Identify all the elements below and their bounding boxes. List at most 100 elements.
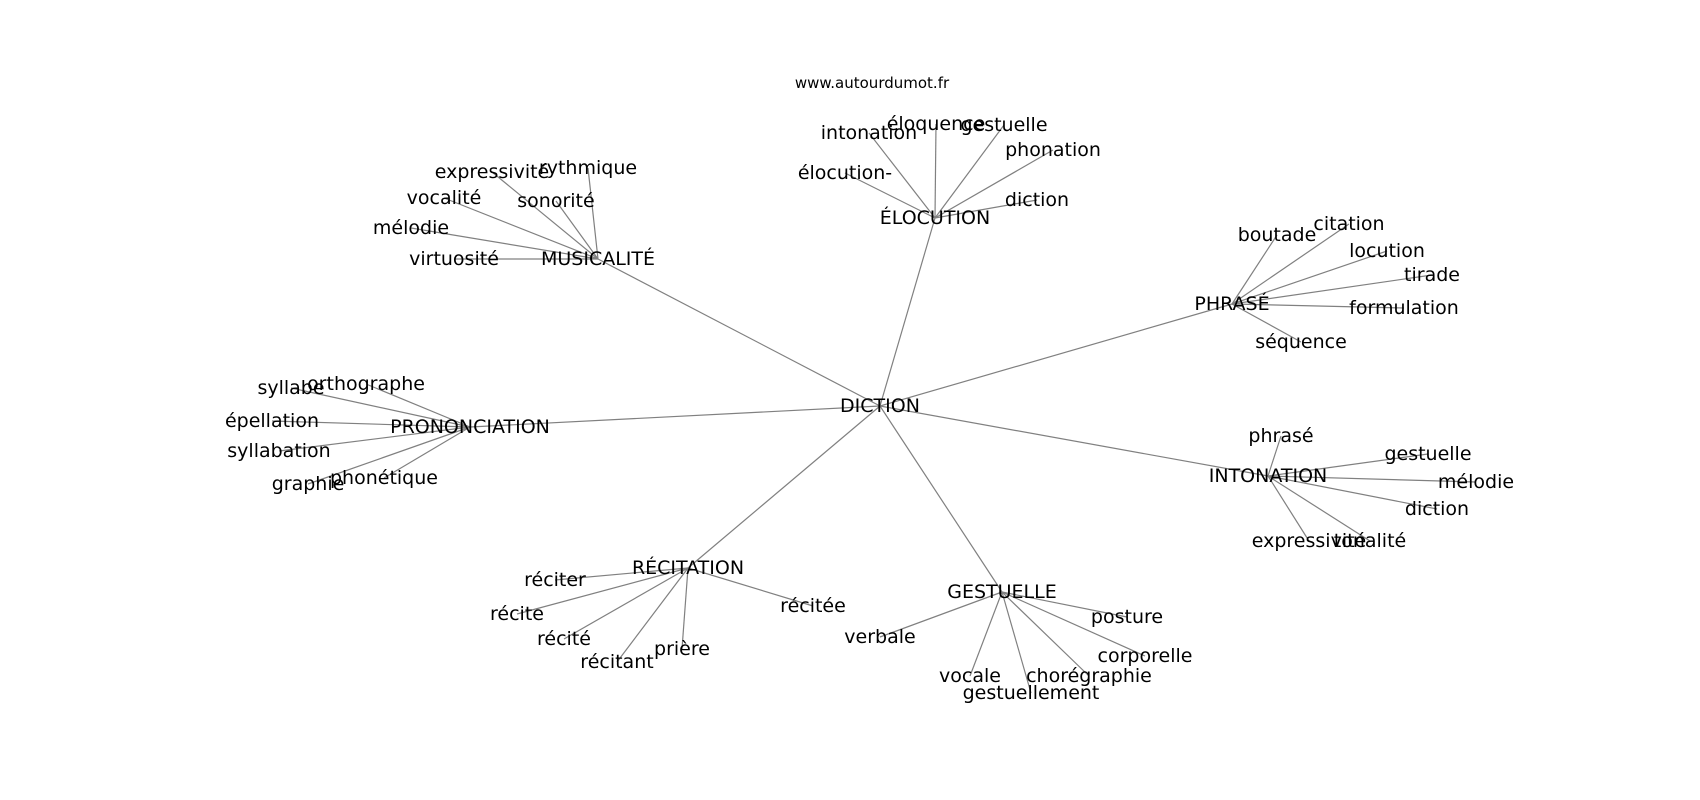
leaf-node-label[interactable]: gestuelle xyxy=(1384,443,1471,465)
graph-edge xyxy=(1267,475,1310,542)
leaf-node-label[interactable]: élocution- xyxy=(798,162,892,184)
graph-edge xyxy=(307,426,471,485)
graph-edge xyxy=(879,303,1233,407)
graph-edge xyxy=(563,567,689,640)
leaf-node-label[interactable]: éloquence xyxy=(887,113,986,135)
graph-labels: DICTIONMUSICALITÉexpressivitérythmiqueso… xyxy=(225,113,1514,704)
leaf-node-label[interactable]: gestuelle xyxy=(960,114,1047,136)
graph-edge xyxy=(1231,223,1350,305)
leaf-node-label[interactable]: réciter xyxy=(524,569,586,591)
leaf-node-label[interactable]: récitée xyxy=(780,595,846,617)
group-node-label[interactable]: ÉLOCUTION xyxy=(880,206,990,229)
group-node-label[interactable]: MUSICALITÉ xyxy=(541,247,655,270)
center-node-label[interactable]: DICTION xyxy=(840,395,920,417)
leaf-node-label[interactable]: locution xyxy=(1349,240,1425,262)
graph-edge xyxy=(1267,453,1429,477)
graph-edge xyxy=(383,426,471,479)
leaf-node-label[interactable]: verbale xyxy=(844,626,915,648)
leaf-node-label[interactable]: épellation xyxy=(225,410,319,432)
graph-edge xyxy=(469,405,881,428)
leaf-node-label[interactable]: prière xyxy=(654,638,710,660)
leaf-node-label[interactable]: phonétique xyxy=(330,467,438,489)
group-node-label[interactable]: RÉCITATION xyxy=(632,556,744,579)
site-url: www.autourdumot.fr xyxy=(795,74,950,92)
graph-edge xyxy=(616,567,689,663)
leaf-node-label[interactable]: syllabe xyxy=(257,377,324,399)
group-node-label[interactable]: PHRASÉ xyxy=(1194,292,1269,315)
leaf-node-label[interactable]: phrasé xyxy=(1248,425,1313,447)
leaf-node-label[interactable]: corporelle xyxy=(1098,645,1193,667)
graph-edges xyxy=(271,123,1477,694)
graph-edge xyxy=(491,171,599,260)
graph-edge xyxy=(554,567,689,581)
graph-edge xyxy=(934,124,1005,219)
leaf-node-label[interactable]: diction xyxy=(1405,498,1469,520)
graph-edge xyxy=(290,387,471,428)
leaf-node-label[interactable]: récitant xyxy=(580,651,653,673)
graph-edge xyxy=(687,405,881,569)
graph-edge xyxy=(1001,591,1128,618)
graph-edge xyxy=(1231,234,1278,305)
graph-edge xyxy=(1267,475,1371,542)
graph-edge xyxy=(597,258,881,407)
graph-edge xyxy=(410,227,599,260)
leaf-node-label[interactable]: vocalité xyxy=(407,187,482,209)
leaf-node-label[interactable]: graphie xyxy=(272,473,345,495)
leaf-node-label[interactable]: vocale xyxy=(939,665,1001,687)
graph-edge xyxy=(1231,303,1302,343)
graph-edge xyxy=(844,172,936,219)
group-node-label[interactable]: INTONATION xyxy=(1209,465,1328,487)
group-node-label[interactable]: PRONONCIATION xyxy=(390,416,550,438)
leaf-node-label[interactable]: syllabation xyxy=(227,440,330,462)
leaf-node-label[interactable]: mélodie xyxy=(1438,471,1514,493)
graph-edge xyxy=(1267,475,1477,483)
leaf-node-label[interactable]: mélodie xyxy=(373,217,449,239)
leaf-node-label[interactable]: posture xyxy=(1091,606,1163,628)
graph-edge xyxy=(516,567,689,615)
graph-edge xyxy=(1001,591,1090,677)
graph-edge xyxy=(555,200,599,260)
group-node-label[interactable]: GESTUELLE xyxy=(947,581,1056,603)
graph-edge xyxy=(681,567,689,650)
leaf-node-label[interactable]: intonation xyxy=(821,122,917,144)
graph-edge xyxy=(271,420,471,428)
leaf-node-label[interactable]: boutade xyxy=(1238,224,1317,246)
leaf-node-label[interactable]: sonorité xyxy=(517,190,594,212)
graph-edge xyxy=(868,132,936,219)
graph-edge xyxy=(1267,435,1282,477)
leaf-node-label[interactable]: rythmique xyxy=(539,157,637,179)
leaf-node-label[interactable]: récite xyxy=(490,603,544,625)
leaf-node-label[interactable]: séquence xyxy=(1255,331,1347,353)
graph-edge xyxy=(687,567,814,607)
graph-edge xyxy=(587,167,599,260)
leaf-node-label[interactable]: diction xyxy=(1005,189,1069,211)
leaf-node-label[interactable]: tirade xyxy=(1404,264,1460,286)
graph-edge xyxy=(1267,475,1438,510)
leaf-node-label[interactable]: expressivité xyxy=(435,161,549,183)
graph-edge xyxy=(879,405,1269,477)
leaf-node-label[interactable]: chorégraphie xyxy=(1026,665,1152,687)
leaf-node-label[interactable]: expressivité xyxy=(1252,530,1366,552)
leaf-node-label[interactable]: citation xyxy=(1313,213,1384,235)
graph-edge xyxy=(879,217,936,407)
graph-edge xyxy=(278,426,471,452)
graph-edge xyxy=(1231,274,1433,305)
graph-edge xyxy=(1231,250,1388,305)
graph-edge xyxy=(934,199,1038,219)
graph-edge xyxy=(969,591,1003,677)
graph-edge xyxy=(1231,303,1405,309)
leaf-node-label[interactable]: tonalité xyxy=(1334,530,1406,552)
graph-edge xyxy=(879,405,1003,593)
leaf-node-label[interactable]: orthographe xyxy=(307,373,425,395)
graph-edge xyxy=(443,197,599,260)
graph-edge xyxy=(1001,591,1146,657)
leaf-node-label[interactable]: phonation xyxy=(1005,139,1101,161)
leaf-node-label[interactable]: gestuellement xyxy=(963,682,1100,704)
leaf-node-label[interactable]: formulation xyxy=(1349,297,1459,319)
leaf-node-label[interactable]: virtuosité xyxy=(409,248,499,270)
graph-edge xyxy=(934,149,1054,219)
graph-edge xyxy=(365,383,471,428)
leaf-node-label[interactable]: récité xyxy=(537,628,591,650)
graph-edge xyxy=(879,591,1003,638)
